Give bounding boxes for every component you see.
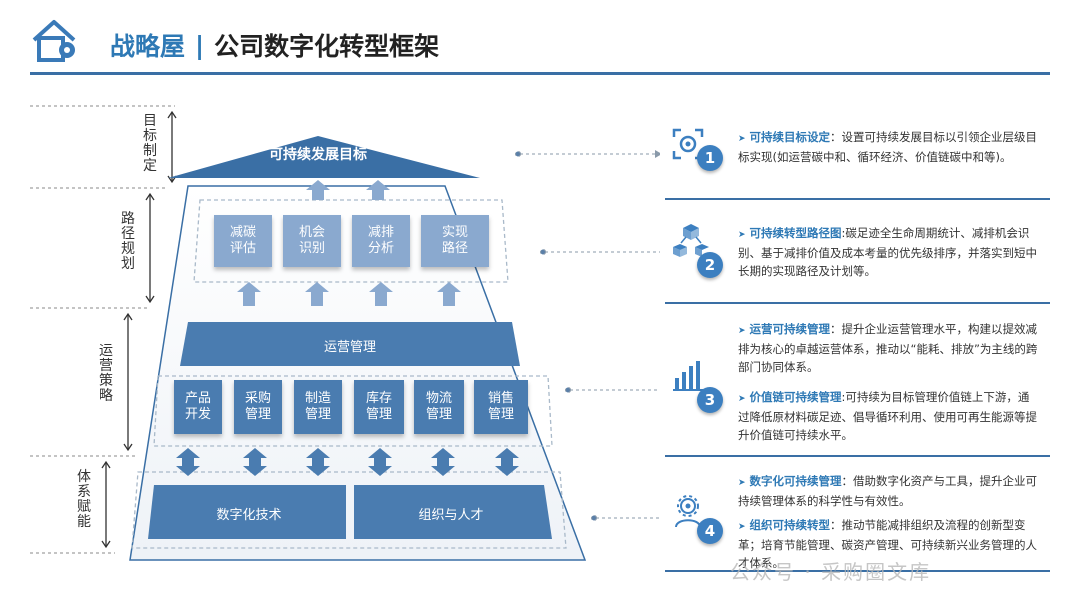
ops-box-inventory: 库存 管理 xyxy=(354,380,404,434)
title-separator: | xyxy=(195,30,205,60)
goal-setting-text: ➤可持续目标设定：设置可持续发展目标以引领企业层级目标实现(如运营碳中和、循环经… xyxy=(738,130,1038,164)
foundation-shapes xyxy=(148,485,552,539)
bullet-arrow-icon: ➤ xyxy=(738,522,746,532)
path-box-opportunity: 机会 识别 xyxy=(283,215,341,267)
path-box-reduction-analysis: 减排 分析 xyxy=(352,215,410,267)
watermark: 公众号 · 采购圈文库 xyxy=(730,560,932,584)
panel-divider-4 xyxy=(665,570,1050,572)
bullet-arrow-icon: ➤ xyxy=(738,230,746,240)
path-box-carbon-assessment: 减碳 评估 xyxy=(214,215,272,267)
ops-box-sales: 销售 管理 xyxy=(474,380,528,434)
ops-box-procurement: 采购 管理 xyxy=(234,380,282,434)
operations-banner-shape xyxy=(180,322,520,366)
ops-box-product-dev: 产品 开发 xyxy=(174,380,222,434)
bullet-arrow-icon: ➤ xyxy=(738,134,746,144)
bullet-arrow-icon: ➤ xyxy=(738,478,746,488)
operations-mgmt-text: ➤运营可持续管理：提升企业运营管理水平，构建以提效减排为核心的卓越运营体系，推动… xyxy=(738,322,1038,374)
ops-box-logistics: 物流 管理 xyxy=(414,380,464,434)
path-box-implementation: 实现 路径 xyxy=(421,215,489,267)
panel-divider-3 xyxy=(665,455,1050,457)
foundation-digital-tech: 数字化技术 xyxy=(216,508,282,523)
bullet-arrow-icon: ➤ xyxy=(738,394,746,404)
value-chain-mgmt-text: ➤价值链可持续管理:可持续为目标管理价值链上下游，通过降低原材料碳足迹、倡导循环… xyxy=(738,390,1037,442)
foundation-org-talent: 组织与人才 xyxy=(418,508,484,523)
digital-mgmt-text: ➤数字化可持续管理：借助数字化资产与工具，提升企业可持续管理体系的科学性与有效性… xyxy=(738,474,1038,508)
operations-banner-label: 运营管理 xyxy=(323,340,376,355)
page-title: 战略屋 | 公司数字化转型框架 xyxy=(110,28,439,62)
step-number-3: 3 xyxy=(697,387,723,413)
header-divider xyxy=(30,72,1050,75)
panel-divider-2 xyxy=(665,302,1050,304)
panel-divider-1 xyxy=(665,198,1050,200)
strategy-house-diagram xyxy=(30,105,660,561)
bullet-arrow-icon: ➤ xyxy=(738,326,746,336)
title-subtitle: 公司数字化转型框架 xyxy=(214,32,440,61)
step-number-4: 4 xyxy=(697,518,723,544)
transition-path-text: ➤可持续转型路径图:碳足迹全生命周期统计、减排机会识别、基于减排价值及成本考量的… xyxy=(738,226,1037,278)
roof-label: 可持续发展目标 xyxy=(269,147,367,163)
side-label-goal: 目标制定 xyxy=(143,113,157,174)
house-gear-logo-icon xyxy=(30,18,82,64)
side-label-enablement: 体系赋能 xyxy=(77,469,91,530)
side-label-operations: 运营策略 xyxy=(99,343,113,404)
step-number-1: 1 xyxy=(697,145,723,171)
side-label-path: 路径规划 xyxy=(121,211,135,272)
network-cubes-icon xyxy=(672,222,710,264)
step-number-2: 2 xyxy=(697,252,723,278)
org-transition-text: ➤组织可持续转型：推动节能减排组织及流程的创新型变革；培育节能管理、碳资产管理、… xyxy=(738,518,1037,570)
title-main: 战略屋 xyxy=(110,32,186,61)
ops-box-manufacturing: 制造 管理 xyxy=(294,380,342,434)
